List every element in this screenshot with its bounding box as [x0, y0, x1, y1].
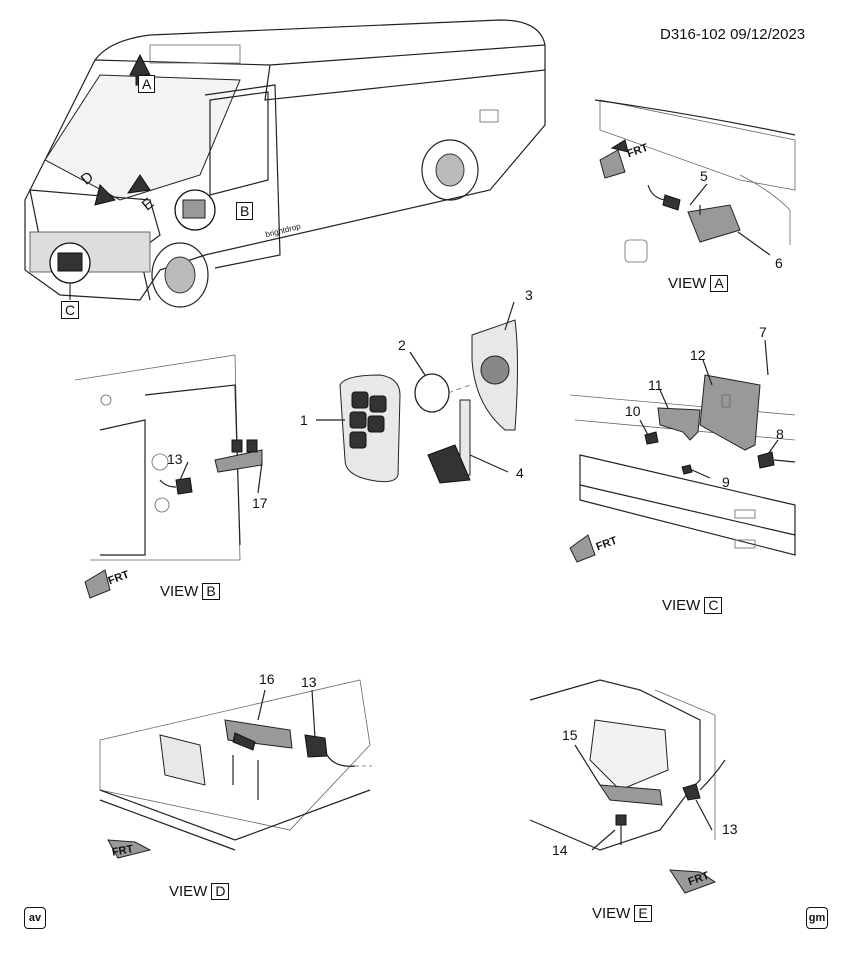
- callout-c: C: [61, 301, 80, 319]
- av-logo: av: [24, 907, 46, 929]
- document-header: D316-102 09/12/2023: [660, 26, 805, 43]
- view-label-prefix: VIEW: [662, 597, 701, 614]
- part-number: 10: [625, 403, 641, 419]
- view-d-illustration: [99, 679, 372, 859]
- view-label-prefix: VIEW: [169, 883, 208, 900]
- callout-b: B: [236, 202, 254, 220]
- part-number: 2: [398, 337, 406, 353]
- part-number: 13: [722, 821, 738, 837]
- part-number: 14: [552, 842, 568, 858]
- part-number: 1: [300, 412, 308, 428]
- part-number: 13: [301, 674, 317, 690]
- view-letter-box: D: [211, 883, 230, 900]
- part-number: 12: [690, 347, 706, 363]
- view-c-illustration: [569, 339, 796, 563]
- view-letter-box: C: [704, 597, 723, 614]
- view-a-illustration: [594, 99, 796, 263]
- part-number: 9: [722, 474, 730, 490]
- part-number: 15: [562, 727, 578, 743]
- van-illustration: [24, 19, 546, 308]
- part-number: 4: [516, 465, 524, 481]
- callout-a: A: [138, 75, 156, 93]
- view-label-prefix: VIEW: [592, 905, 631, 922]
- view-letter-box: B: [202, 583, 220, 600]
- part-number: 16: [259, 671, 275, 687]
- gm-logo: gm: [806, 907, 828, 929]
- view-label-prefix: VIEW: [160, 583, 199, 600]
- key-fob-illustration: [316, 301, 518, 484]
- part-number: 5: [700, 168, 708, 184]
- view-e-illustration: [529, 679, 726, 894]
- view-label-prefix: VIEW: [668, 275, 707, 292]
- view-b-illustration: [74, 354, 263, 599]
- view-letter-box: A: [710, 275, 728, 292]
- part-number: 11: [648, 377, 663, 393]
- part-number: 8: [776, 426, 784, 442]
- part-number: 7: [759, 324, 767, 340]
- part-number: 6: [775, 255, 783, 271]
- part-number: 17: [252, 495, 268, 511]
- view-letter-box: E: [634, 905, 652, 922]
- doc-id: D316-102: [660, 26, 726, 43]
- part-number: 13: [167, 451, 183, 467]
- doc-date: 09/12/2023: [730, 26, 806, 43]
- part-number: 3: [525, 287, 533, 303]
